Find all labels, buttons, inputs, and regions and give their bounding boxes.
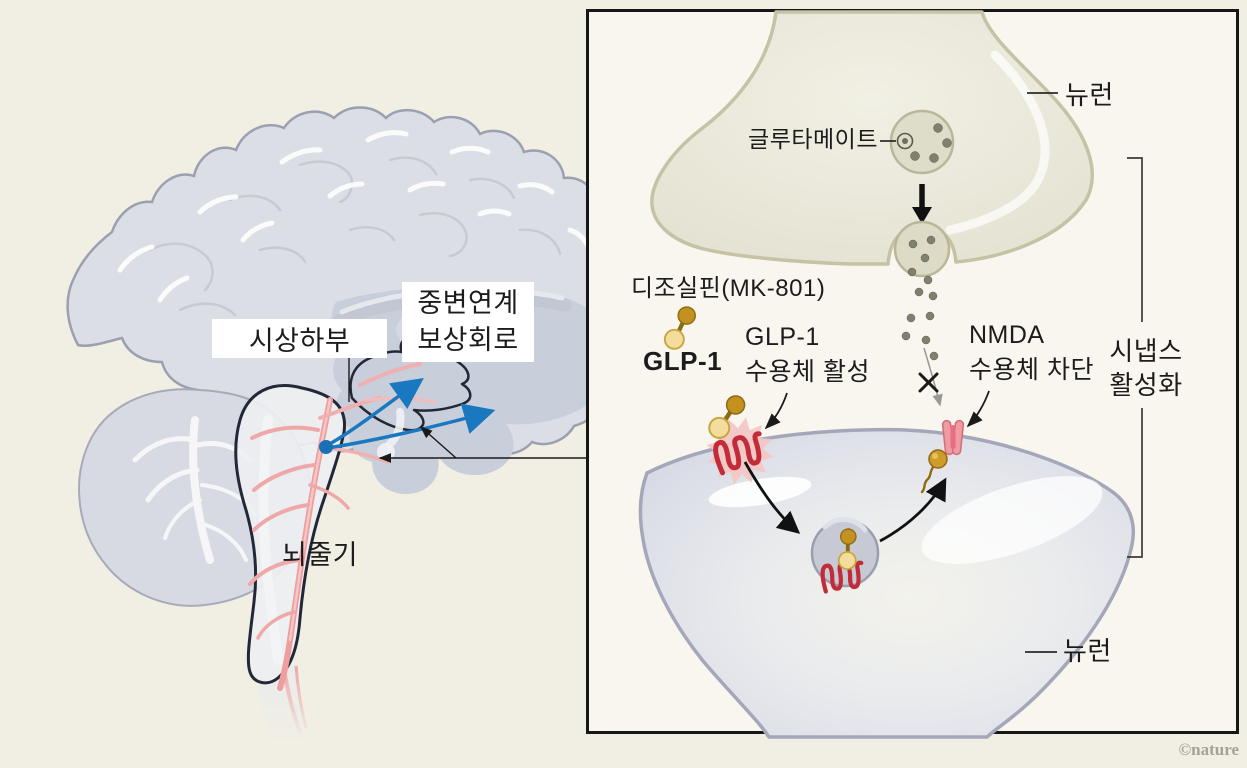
nmda-receptor-icon (941, 419, 965, 456)
nmda-label-arrow (966, 390, 990, 428)
mk801-molecule-icon (920, 449, 948, 494)
blocked-x-icon (918, 372, 939, 393)
pituitary-stalk (386, 408, 405, 448)
vessel-fading (294, 665, 308, 729)
blood-vessels (248, 362, 437, 691)
callout-lines (348, 358, 588, 463)
glp1-label-arrow (764, 392, 788, 430)
glutamate-trail (901, 267, 939, 361)
release-arrow-icon (912, 184, 932, 224)
gyri-lines (148, 156, 562, 317)
glutamate-dots (910, 123, 952, 163)
nature-credit: ©nature (1178, 740, 1239, 759)
internalize-arrow (743, 461, 801, 534)
membrane-highlight (921, 476, 1103, 564)
endosome (810, 517, 880, 592)
inset-panel (586, 9, 1239, 739)
blue-pathway-arrows (319, 377, 496, 454)
gyri-highlights (117, 130, 592, 303)
fused-vesicle (893, 220, 951, 278)
origin-dot (319, 440, 333, 454)
recycle-arrow (879, 477, 947, 543)
synaptic-vesicle (889, 109, 955, 175)
synapse-bracket (1127, 157, 1143, 558)
glutamate-ring (896, 132, 914, 150)
presynaptic-highlight (945, 50, 1050, 235)
membrane-highlight (708, 476, 812, 508)
